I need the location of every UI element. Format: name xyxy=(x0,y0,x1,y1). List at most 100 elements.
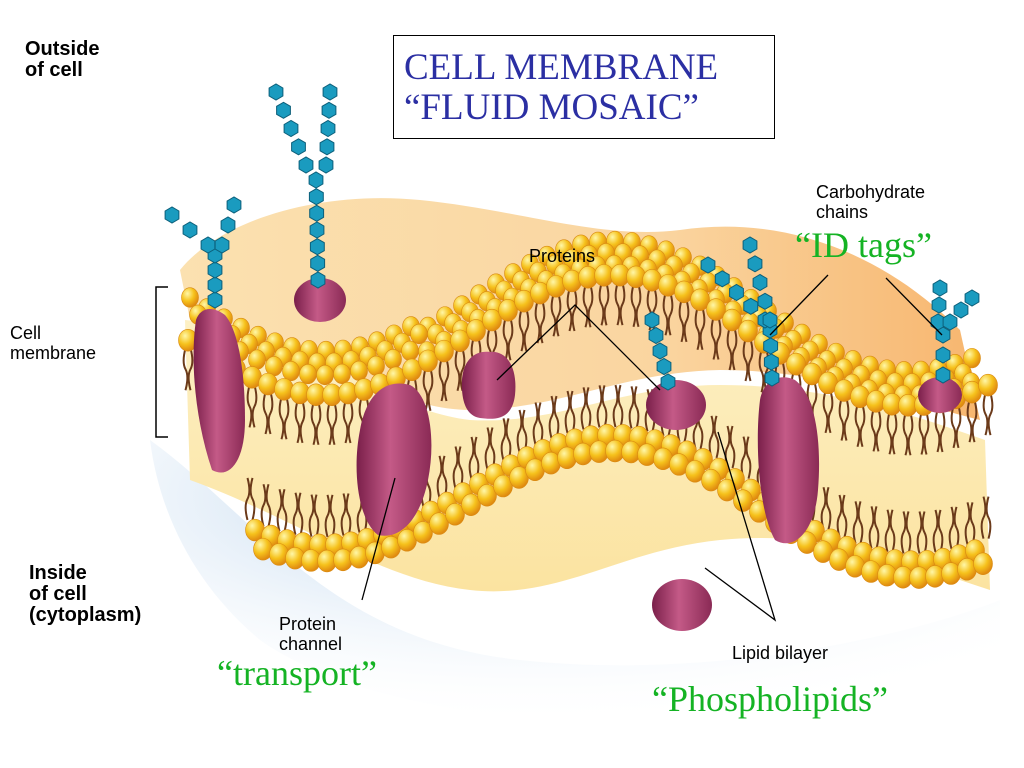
phospholipid-head xyxy=(445,503,465,526)
lipid-tail xyxy=(822,390,829,434)
phospholipid-head xyxy=(434,339,454,363)
lipid-tail xyxy=(331,402,338,446)
lipid-tail xyxy=(886,411,893,455)
lipid-tail xyxy=(612,384,619,428)
sugar-unit xyxy=(935,346,951,364)
lipid-tail xyxy=(923,412,930,455)
lipid-tail xyxy=(939,409,946,453)
lipid-tail xyxy=(900,511,907,554)
lipid-tail xyxy=(950,405,957,449)
lipid-tail xyxy=(537,402,544,445)
outside-line-1: Outside xyxy=(25,38,100,60)
lipid-tail xyxy=(870,409,877,452)
sugar-unit xyxy=(648,326,664,345)
lipid-tail xyxy=(598,283,605,326)
sugar-unit xyxy=(763,353,779,371)
protein-bottom xyxy=(652,579,712,631)
lipid-tail xyxy=(836,494,843,538)
sugar-unit xyxy=(322,83,338,101)
lipid-tail xyxy=(516,409,523,453)
cell-membrane-line-2: membrane xyxy=(10,343,97,363)
lipid-tail xyxy=(539,300,546,344)
sugar-unit xyxy=(283,119,299,138)
lipid-tail xyxy=(260,484,267,527)
lipid-tail xyxy=(630,284,637,328)
phospholipid-head xyxy=(299,363,317,385)
sugar-unit xyxy=(319,138,335,156)
carbohydrate-line-1: Carbohydrate xyxy=(816,182,926,202)
sugar-unit xyxy=(656,357,672,376)
lipid-tail xyxy=(971,399,978,443)
lipid-tail xyxy=(329,494,336,538)
sugar-unit xyxy=(752,273,768,292)
lipid-tail xyxy=(710,317,717,360)
phospholipid-head xyxy=(690,288,710,311)
sugar-unit xyxy=(207,261,223,279)
lipid-tail xyxy=(532,402,539,445)
title-line-1: CELL MEMBRANE xyxy=(404,47,719,88)
title-box: CELL MEMBRANE “FLUID MOSAIC” xyxy=(393,35,775,139)
sugar-unit xyxy=(644,311,660,329)
sugar-unit xyxy=(747,255,763,273)
lipid-tail xyxy=(281,488,288,532)
phospholipid-head xyxy=(384,349,402,370)
pointer-lines xyxy=(361,274,943,622)
protein-channel-line-1: Protein xyxy=(279,614,337,634)
lipid-tail xyxy=(342,400,349,444)
carbohydrate-chains-label: Carbohydrate chains xyxy=(816,182,925,222)
lipid-tail xyxy=(601,385,608,428)
sugar-unit xyxy=(309,221,325,239)
lipid-tail xyxy=(745,436,752,479)
phospholipid-head xyxy=(498,299,518,322)
lipid-tail xyxy=(628,386,635,429)
sugar-unit xyxy=(764,369,780,387)
lipid-tail xyxy=(422,368,429,412)
lipid-tail xyxy=(251,385,258,428)
lipid-tail xyxy=(937,509,944,553)
lipid-tail xyxy=(507,317,514,361)
lipid-tail xyxy=(308,494,315,537)
lipid-tail xyxy=(841,494,848,538)
sugar-unit xyxy=(182,221,198,239)
lipid-tail xyxy=(265,484,272,527)
lipid-tail xyxy=(500,418,507,461)
phospholipid-head xyxy=(410,323,428,345)
lipid-tail xyxy=(347,400,354,444)
sugar-unit xyxy=(935,326,951,344)
phospholipid-head xyxy=(333,363,351,384)
phospholipid-head xyxy=(562,269,582,293)
sugar-unit xyxy=(200,236,216,254)
lipid-tail xyxy=(345,493,352,536)
lipid-tail xyxy=(278,397,285,440)
lipid-tail xyxy=(667,293,674,336)
phospholipid-head xyxy=(466,319,486,342)
sugar-unit xyxy=(220,216,236,234)
lipid-tail xyxy=(324,494,331,538)
sugar-unit xyxy=(291,138,306,156)
phospholipid-head xyxy=(181,287,199,308)
lipid-tail xyxy=(635,284,642,328)
phospholipid-head xyxy=(978,373,998,397)
lipid-tail xyxy=(340,493,347,536)
cell-membrane-label: Cell membrane xyxy=(10,323,96,363)
phospholipid-head xyxy=(963,348,981,369)
protein-top-left xyxy=(294,278,346,322)
lipid-tail xyxy=(569,390,576,434)
sugar-unit xyxy=(207,291,223,309)
lipid-tail xyxy=(843,398,850,441)
lipid-tail xyxy=(868,506,875,549)
sugar-unit xyxy=(320,119,336,138)
phospholipid-head xyxy=(418,349,438,373)
lipid-tail xyxy=(889,509,896,552)
inside-line-2: of cell xyxy=(29,583,87,605)
phospholipid-head xyxy=(973,552,993,575)
lipid-tail xyxy=(297,492,304,535)
lipid-tail xyxy=(436,455,443,499)
lipid-tail xyxy=(459,348,466,392)
outside-line-2: of cell xyxy=(25,59,83,81)
lipid-tail xyxy=(553,395,560,439)
sugar-unit xyxy=(714,270,730,288)
lipid-tail xyxy=(452,446,459,489)
phospholipid-head xyxy=(685,460,705,483)
lipid-tail xyxy=(454,348,461,392)
